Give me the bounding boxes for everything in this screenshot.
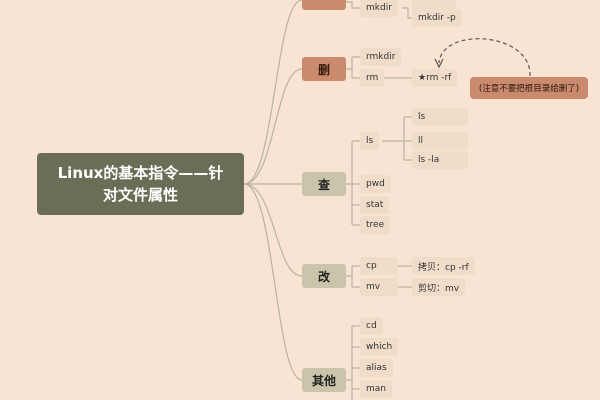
leaf-rm-rf[interactable]: ★rm -rf (412, 69, 458, 87)
warning-dashed-arrow (438, 38, 531, 77)
root-node[interactable]: Linux的基本指令——针 对文件属性 (37, 153, 244, 215)
connector-root-delete (243, 68, 303, 185)
leaf-tree[interactable]: tree (360, 216, 391, 234)
leaf-ls-la[interactable]: ls -la (412, 151, 468, 169)
category-modify[interactable]: 改 (302, 264, 346, 288)
leaf-ll[interactable]: ll (412, 132, 468, 150)
root-title-line1: Linux的基本指令——针 (57, 164, 224, 182)
category-modify-label: 改 (317, 269, 330, 284)
leaf-pwd[interactable]: pwd (360, 175, 391, 193)
warning-arrowhead (434, 58, 444, 69)
leaf-partial-hidden[interactable] (412, 0, 456, 10)
category-other-label: 其他 (311, 373, 336, 388)
connector-root-other (243, 183, 303, 381)
connector-root-top (243, 0, 303, 185)
leaf-mkdir-p[interactable]: mkdir -p (412, 9, 462, 27)
leaf-alias[interactable]: alias (360, 359, 393, 377)
category-delete[interactable]: 删 (302, 57, 346, 81)
leaf-mv[interactable]: mv (360, 278, 398, 296)
leaf-mv-desc[interactable]: 剪切：mv (412, 278, 466, 296)
category-query-label: 查 (317, 177, 330, 192)
warning-note-text: (注意不要把根目录给删了) (478, 84, 580, 94)
connector-mkdir-p (402, 7, 412, 19)
leaf-which[interactable]: which (360, 338, 399, 356)
leaf-cp[interactable]: cp (360, 257, 398, 275)
leaf-man[interactable]: man (360, 380, 392, 398)
leaf-ls[interactable]: ls (360, 132, 380, 150)
category-other[interactable]: 其他 (302, 368, 346, 392)
leaf-mkdir[interactable]: mkdir (360, 0, 398, 17)
root-title-line2: 对文件属性 (102, 186, 178, 204)
category-create-partial[interactable] (302, 0, 346, 10)
warning-note: (注意不要把根目录给删了) (470, 77, 588, 99)
leaf-rmkdir[interactable]: rmkdir (360, 48, 402, 66)
category-query[interactable]: 查 (302, 172, 346, 196)
connector-root-modify (243, 183, 303, 277)
leaf-rm[interactable]: rm (360, 69, 385, 87)
category-delete-label: 删 (317, 62, 330, 77)
leaf-cd[interactable]: cd (360, 317, 383, 335)
connector-top-mkdir (346, 1, 360, 9)
leaf-cp-desc[interactable]: 拷贝：cp -rf (412, 257, 475, 275)
leaf-ls-plain[interactable]: ls (412, 108, 468, 126)
leaf-stat[interactable]: stat (360, 196, 390, 214)
